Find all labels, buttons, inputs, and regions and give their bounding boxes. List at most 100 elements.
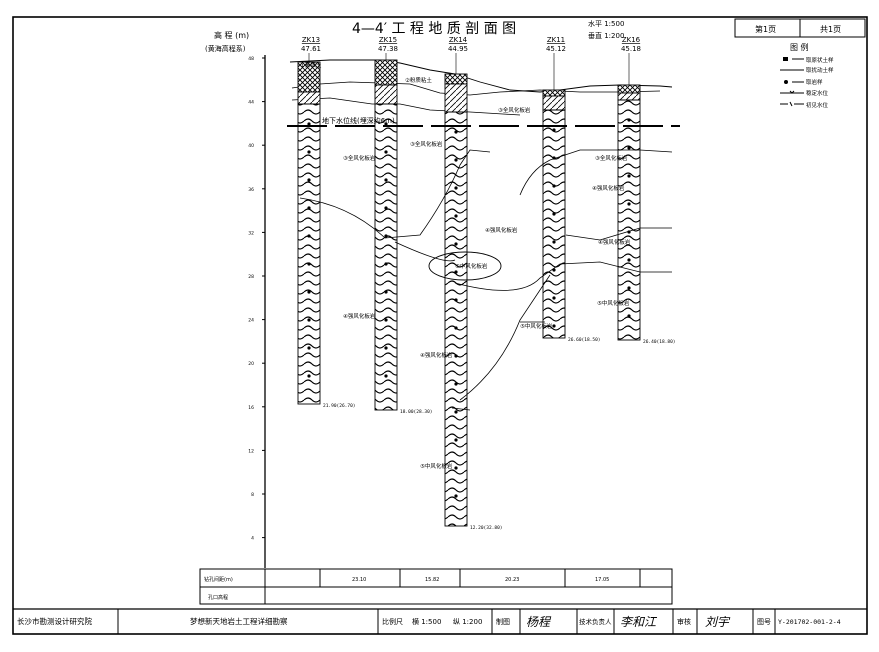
- org-name: 长沙市勘测设计研究院: [17, 616, 92, 626]
- drawn-signature: 杨程: [526, 615, 552, 629]
- sample-marker-icon: [627, 174, 631, 178]
- sample-marker-icon: [552, 212, 556, 216]
- layer-label: ①素填土: [300, 61, 322, 69]
- borehole-id: ZK16: [622, 36, 641, 44]
- axis-label: 高 程 (m): [214, 30, 249, 40]
- axis-tick-label: 4: [251, 536, 254, 542]
- sample-marker-icon: [307, 150, 311, 154]
- boreholes: ZK1347.6121.90(26.70)ZK1547.3818.00(28.3…: [297, 36, 676, 531]
- layer-label: ②粉质粘土: [405, 76, 432, 84]
- sample-marker-icon: [627, 286, 631, 290]
- axis-tick-label: 16: [248, 405, 254, 411]
- borehole-id: ZK13: [302, 36, 320, 44]
- sample-marker-icon: [454, 382, 458, 386]
- sample-marker-icon: [454, 326, 458, 330]
- sample-marker-icon: [552, 184, 556, 188]
- borehole-fill-layer: [617, 84, 641, 94]
- sample-marker-icon: [454, 494, 458, 498]
- borehole-bottom-label: 12.20(32.80): [470, 525, 503, 531]
- legend-item: 取扰动土样: [806, 66, 834, 74]
- layer-boundary: [291, 81, 661, 96]
- sample-marker-icon: [307, 178, 311, 182]
- page-number: 第1页: [755, 24, 776, 34]
- ground-surface-line: [289, 59, 673, 93]
- sample-marker-icon: [454, 130, 458, 134]
- layer-label: ③全风化板岩: [343, 154, 376, 162]
- sample-marker-icon: [307, 290, 311, 294]
- borehole-bottom-label: 26.40(18.80): [643, 339, 676, 345]
- groundwater-label: 地下水位线(埋深约6m): [322, 116, 395, 125]
- borehole-rock-column: [617, 99, 641, 341]
- scale-label: 比例尺: [382, 617, 403, 626]
- sample-marker-icon: [454, 242, 458, 246]
- sample-marker-icon: [552, 324, 556, 328]
- sample-marker-icon: [454, 298, 458, 302]
- borehole-rock-column: [444, 111, 468, 527]
- sample-marker-icon: [627, 202, 631, 206]
- scale-v: 纵 1:200: [453, 618, 482, 626]
- layer-boundary: [454, 261, 672, 291]
- drawn-label: 制图: [496, 617, 510, 626]
- page-total: 共1页: [820, 25, 841, 34]
- tech-signature: 李和江: [620, 615, 658, 629]
- drawing-number: Y-201702-001-2-4: [778, 618, 841, 626]
- sample-marker-icon: [552, 268, 556, 272]
- layer-label: ④强风化板岩: [343, 312, 376, 320]
- axis-tick-label: 32: [248, 230, 254, 236]
- review-label: 审核: [677, 617, 691, 626]
- legend-initial-water-icon: [780, 101, 804, 107]
- layer-label: ③全风化板岩: [410, 140, 443, 148]
- sheet-title: 4—4′ 工 程 地 质 剖 面 图: [352, 21, 516, 37]
- borehole-elevation: 45.12: [546, 45, 566, 53]
- layer-label: ⑤中风化板岩: [520, 322, 553, 330]
- borehole-fill-layer: [374, 59, 398, 86]
- sample-marker-icon: [384, 290, 388, 294]
- sample-marker-icon: [384, 122, 388, 126]
- sheet-scale-v: 垂直 1:200: [588, 31, 624, 40]
- sample-marker-icon: [552, 240, 556, 244]
- drawing-no-label: 图号: [757, 618, 771, 626]
- distance-table: 钻孔间距(m) 孔口高程 23.10 15.82 20.23 17.05: [199, 568, 673, 605]
- sample-marker-icon: [307, 318, 311, 322]
- sample-marker-icon: [454, 158, 458, 162]
- sample-marker-icon: [307, 206, 311, 210]
- tech-label: 技术负责人: [579, 617, 612, 626]
- legend-undisturbed-icon: [783, 57, 788, 61]
- axis-tick-label: 40: [248, 143, 254, 149]
- axis-tick-label: 44: [248, 100, 254, 106]
- legend-item: 初见水位: [806, 101, 829, 109]
- legend-stable-water-icon: [780, 90, 804, 94]
- borehole-clay-layer: [617, 92, 641, 101]
- sample-marker-icon: [384, 346, 388, 350]
- axis-tick-label: 24: [248, 318, 254, 324]
- distance-cell: 20.23: [505, 577, 519, 583]
- borehole-elevation: 45.18: [621, 45, 641, 53]
- sample-marker-icon: [552, 156, 556, 160]
- layer-label: ④强风化板岩: [598, 238, 631, 246]
- sample-marker-icon: [384, 318, 388, 322]
- sample-marker-icon: [454, 410, 458, 414]
- distance-cell: 15.82: [425, 577, 439, 583]
- borehole-elevation: 44.95: [448, 45, 468, 53]
- borehole-bottom-label: 21.90(26.70): [323, 403, 356, 409]
- title-block: 长沙市勘测设计研究院 梦想新天地岩土工程详细勘察 比例尺 横 1:500 纵 1…: [13, 608, 867, 634]
- borehole-clay-layer: [297, 91, 321, 105]
- sample-marker-icon: [384, 374, 388, 378]
- sample-marker-icon: [627, 314, 631, 318]
- borehole-bottom-label: 26.60(18.50): [568, 337, 601, 343]
- sample-marker-icon: [307, 234, 311, 238]
- sample-marker-icon: [454, 214, 458, 218]
- sample-marker-icon: [384, 262, 388, 266]
- axis-tick-label: 48: [248, 56, 254, 62]
- legend-item: 取原状土样: [806, 56, 834, 64]
- project-name: 梦想新天地岩土工程详细勘察: [190, 616, 288, 626]
- sample-marker-icon: [454, 354, 458, 358]
- sample-marker-icon: [627, 258, 631, 262]
- layer-annotations: ③全风化板岩 ③全风化板岩 ③全风化板岩 ④强风化板岩 ⑤中风化板岩 ④强风化板…: [300, 61, 631, 470]
- review-signature: 刘宇: [705, 615, 731, 629]
- sample-marker-icon: [384, 178, 388, 182]
